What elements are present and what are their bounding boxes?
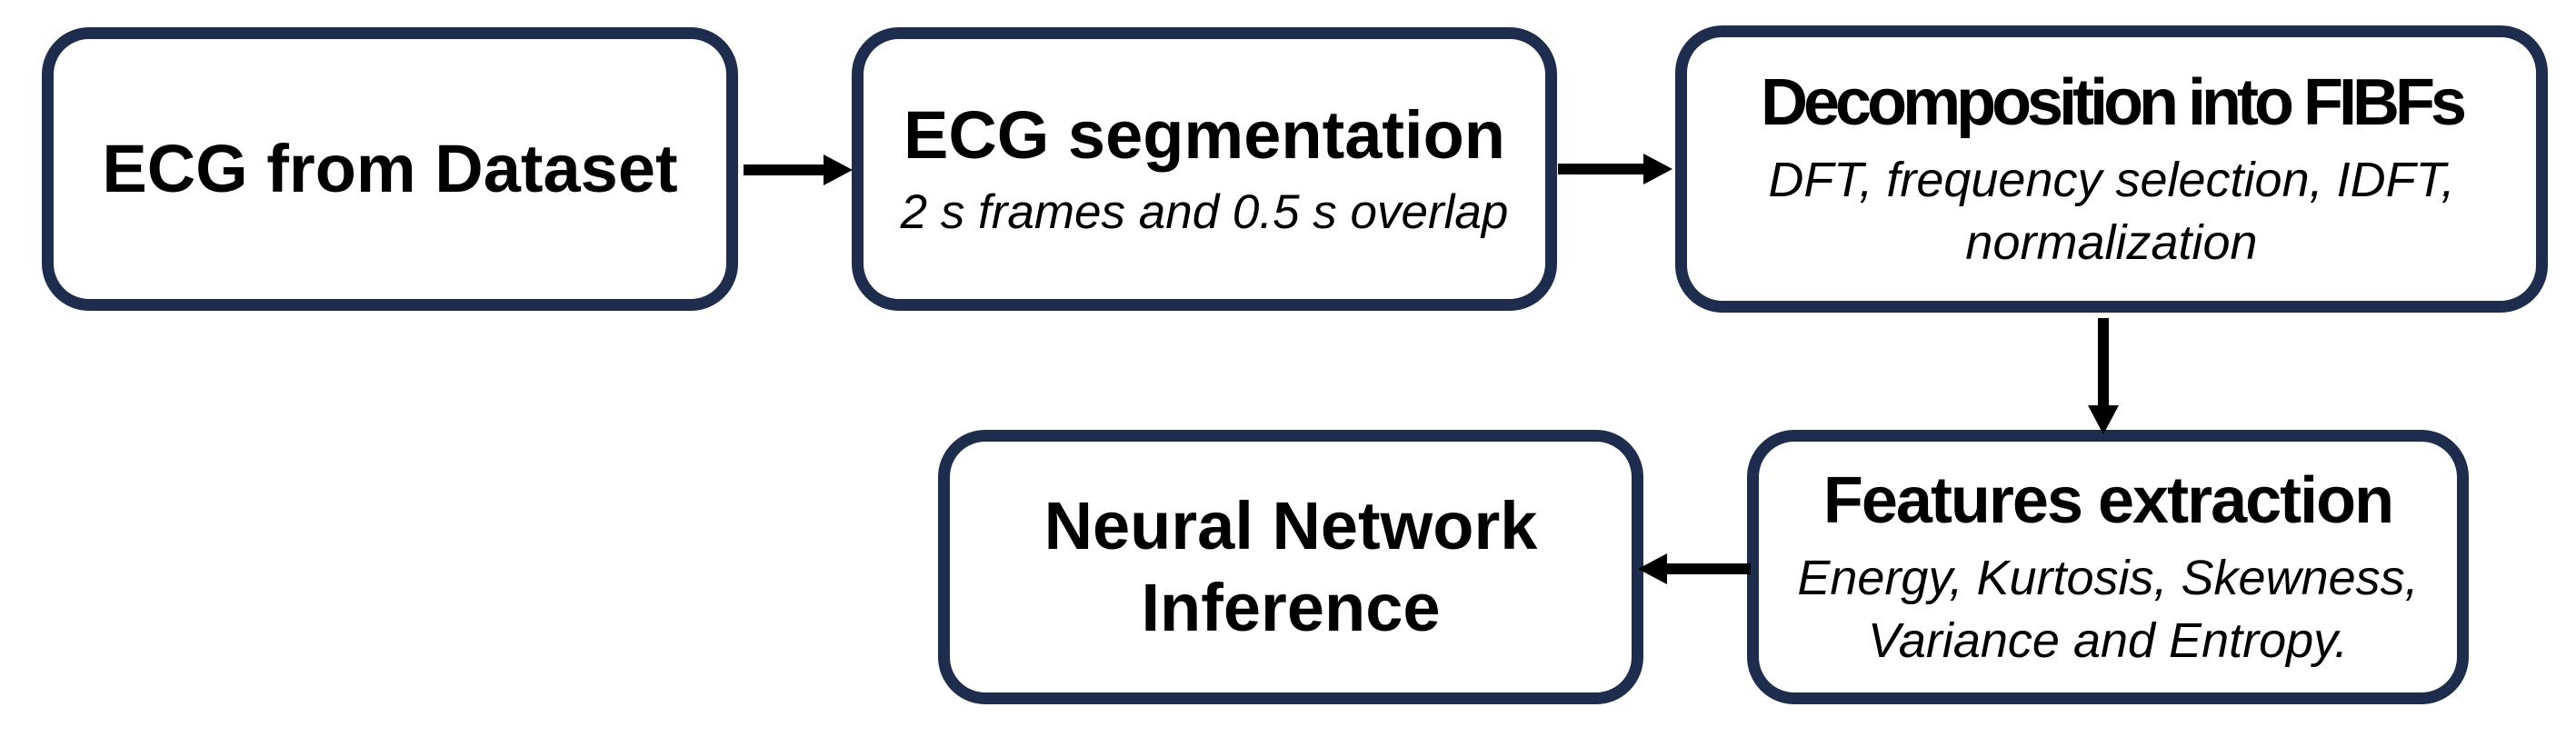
node-neural-network-inference: Neural Network Inference [938, 430, 1643, 704]
arrow-head-icon [824, 154, 853, 185]
node-title: ECG segmentation [904, 96, 1505, 173]
node-ecg-from-dataset: ECG from Dataset [42, 27, 738, 311]
arrow-shaft [2098, 318, 2109, 407]
node-ecg-segmentation: ECG segmentation 2 s frames and 0.5 s ov… [852, 27, 1557, 311]
arrow-shaft [1665, 563, 1751, 574]
node-decomposition-into-fibfs: Decomposition into FIBFs DFT, frequency … [1675, 25, 2548, 313]
arrow-head-icon [1638, 553, 1667, 584]
arrow-shaft [744, 164, 825, 175]
node-title: Decomposition into FIBFs [1761, 65, 2467, 139]
node-title: Features extraction [1822, 463, 2394, 537]
node-features-extraction: Features extraction Energy, Kurtosis, Sk… [1747, 430, 2469, 704]
node-subtitle: 2 s frames and 0.5 s overlap [900, 185, 1509, 240]
node-subtitle: Energy, Kurtosis, Skewness, Variance and… [1797, 550, 2419, 668]
arrow-shaft [1558, 164, 1645, 174]
node-subtitle: DFT, frequency selection, IDFT, normaliz… [1768, 152, 2455, 270]
node-title: ECG from Dataset [102, 130, 678, 206]
arrow-head-icon [2088, 405, 2119, 434]
arrow-head-icon [1643, 154, 1672, 184]
node-title: Neural Network Inference [1043, 487, 1538, 645]
